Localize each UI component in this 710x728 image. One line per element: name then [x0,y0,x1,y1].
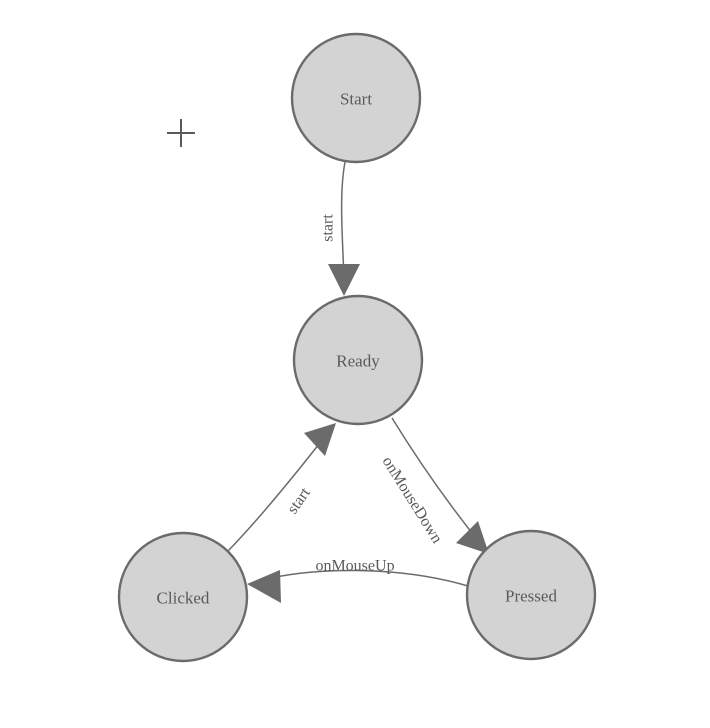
node-pressed-label: Pressed [505,587,557,606]
node-ready-circle[interactable] [292,294,424,426]
edge-clicked-to-ready-arrowhead [304,423,336,456]
node-clicked-circle[interactable] [117,531,249,663]
node-clicked[interactable]: Clicked [117,531,249,663]
edge-ready-to-pressed-label: onMouseDown [379,454,446,547]
edge-clicked-to-ready[interactable]: start [227,423,336,552]
edge-start-to-ready-arrowhead [328,264,360,296]
edge-pressed-to-clicked-arrowhead [247,570,281,603]
node-start[interactable]: Start [290,32,422,164]
edge-clicked-to-ready-label: start [284,484,314,517]
edge-ready-to-pressed-arrowhead [456,521,489,554]
edge-pressed-to-clicked[interactable]: onMouseUp [247,558,469,604]
edge-pressed-to-clicked-label: onMouseUp [315,558,394,575]
edge-start-to-ready-label: start [320,214,337,242]
crosshair-plus-icon [167,119,195,147]
edge-start-to-ready[interactable]: start [320,161,361,296]
node-start-label: Start [340,90,372,109]
node-ready[interactable]: Ready [292,294,424,426]
node-clicked-label: Clicked [157,589,210,608]
node-ready-label: Ready [336,352,380,371]
edge-clicked-to-ready-path [227,429,331,552]
edge-ready-to-pressed[interactable]: onMouseDown [379,417,489,554]
node-pressed-circle[interactable] [465,529,597,661]
node-pressed[interactable]: Pressed [465,529,597,661]
node-start-circle[interactable] [290,32,422,164]
